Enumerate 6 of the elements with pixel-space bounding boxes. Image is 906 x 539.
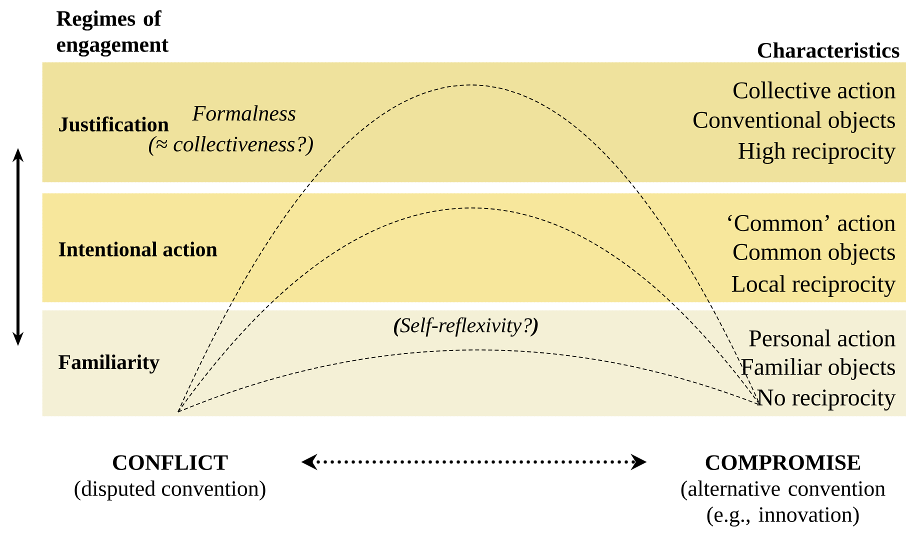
annotation-text: Formalness — [192, 105, 296, 121]
outcome-text: CONFLICT (disputed convention) — [74, 455, 266, 500]
outcome-text: COMPROMISE (alternative convention (e.g., innovation) — [681, 455, 886, 527]
annotation-text: (Self-reflexivity?) — [394, 317, 538, 337]
annotation-text: (≈ collectiveness?) — [148, 136, 313, 156]
regime-band: Intentional action ‘Common’ action Common objects Local reciprocity — [42, 193, 906, 302]
